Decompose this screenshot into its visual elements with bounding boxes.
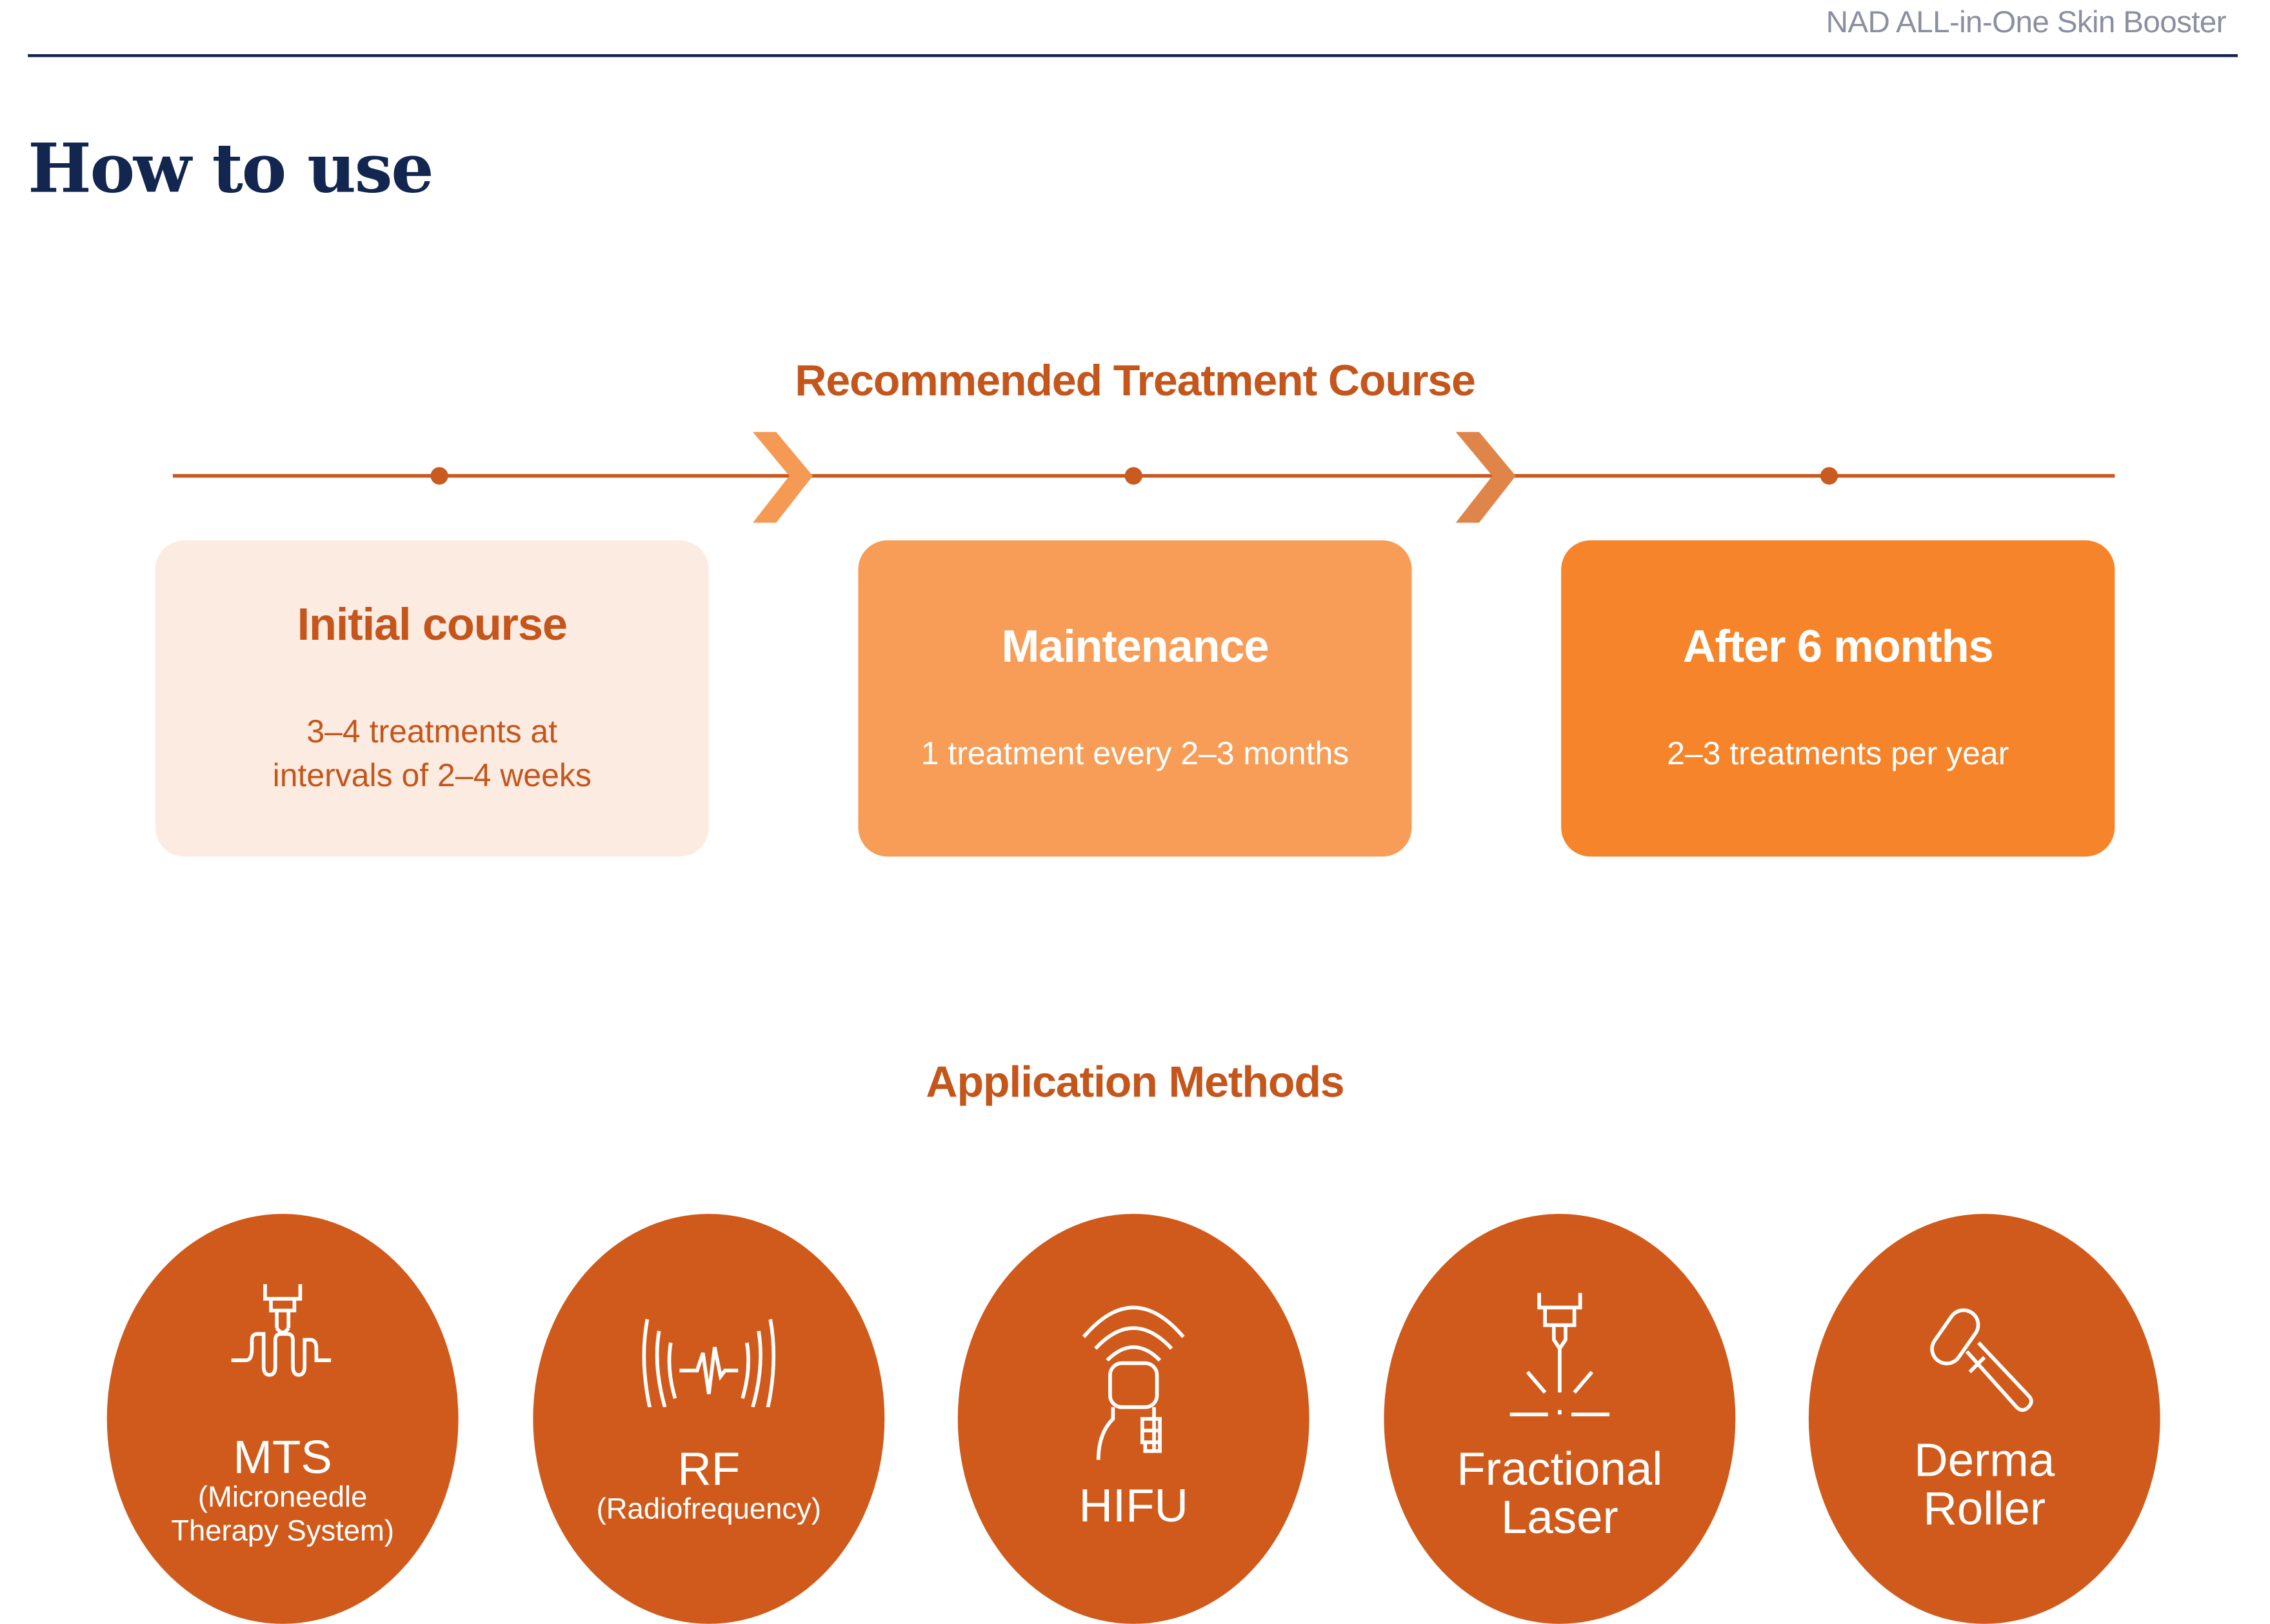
laser-icon xyxy=(1509,1292,1610,1416)
step-desc: 1 treatment every 2–3 months xyxy=(921,735,1349,772)
microneedle-icon xyxy=(231,1284,332,1377)
brand-name: NAD ALL-in-One Skin Booster xyxy=(1826,6,2227,40)
header-divider xyxy=(28,54,2238,57)
ultrasound-handpiece-icon xyxy=(1082,1305,1185,1460)
page-title: How to use xyxy=(28,128,434,208)
timeline xyxy=(172,431,2115,523)
method-label: Laser xyxy=(1500,1490,1618,1543)
roller-icon xyxy=(1930,1308,2033,1412)
chevron-right-icon xyxy=(1455,431,1516,523)
method-label: Derma xyxy=(1914,1433,2055,1487)
step-title: Initial course xyxy=(297,599,568,651)
step-title: After 6 months xyxy=(1682,620,1994,673)
radiofrequency-icon xyxy=(642,1319,776,1407)
method-fractional-laser: Fractional Laser xyxy=(1384,1214,1736,1624)
method-label: MTS xyxy=(233,1431,332,1483)
method-sub: (Radiofrequency) xyxy=(596,1493,821,1526)
timeline-dot xyxy=(1124,467,1142,485)
method-sub: Therapy System) xyxy=(171,1515,394,1548)
method-label: HIFU xyxy=(1079,1479,1188,1532)
step-maintenance: Maintenance 1 treatment every 2–3 months xyxy=(858,540,1412,857)
timeline-dot xyxy=(1820,467,1838,485)
method-hifu: HIFU xyxy=(957,1214,1309,1624)
methods-heading: Application Methods xyxy=(926,1058,1344,1107)
method-label: Fractional xyxy=(1457,1442,1663,1495)
step-after-6-months: After 6 months 2–3 treatments per year xyxy=(1561,540,2115,857)
step-desc: 2–3 treatments per year xyxy=(1667,735,2009,772)
method-sub: (Microneedle xyxy=(197,1481,368,1514)
chevron-right-icon xyxy=(752,431,813,523)
timeline-dot xyxy=(430,467,448,485)
method-label: Roller xyxy=(1923,1481,2046,1535)
step-desc: 3–4 treatments at xyxy=(306,713,558,750)
method-rf: RF (Radiofrequency) xyxy=(533,1214,885,1624)
method-derma-roller: Derma Roller xyxy=(1808,1214,2160,1624)
step-title: Maintenance xyxy=(1001,620,1269,673)
method-mts: MTS (Microneedle Therapy System) xyxy=(106,1214,459,1624)
step-initial-course: Initial course 3–4 treatments at interva… xyxy=(155,540,709,857)
method-label: RF xyxy=(677,1442,741,1495)
step-desc: intervals of 2–4 weeks xyxy=(272,757,592,794)
course-heading: Recommended Treatment Course xyxy=(795,357,1476,406)
